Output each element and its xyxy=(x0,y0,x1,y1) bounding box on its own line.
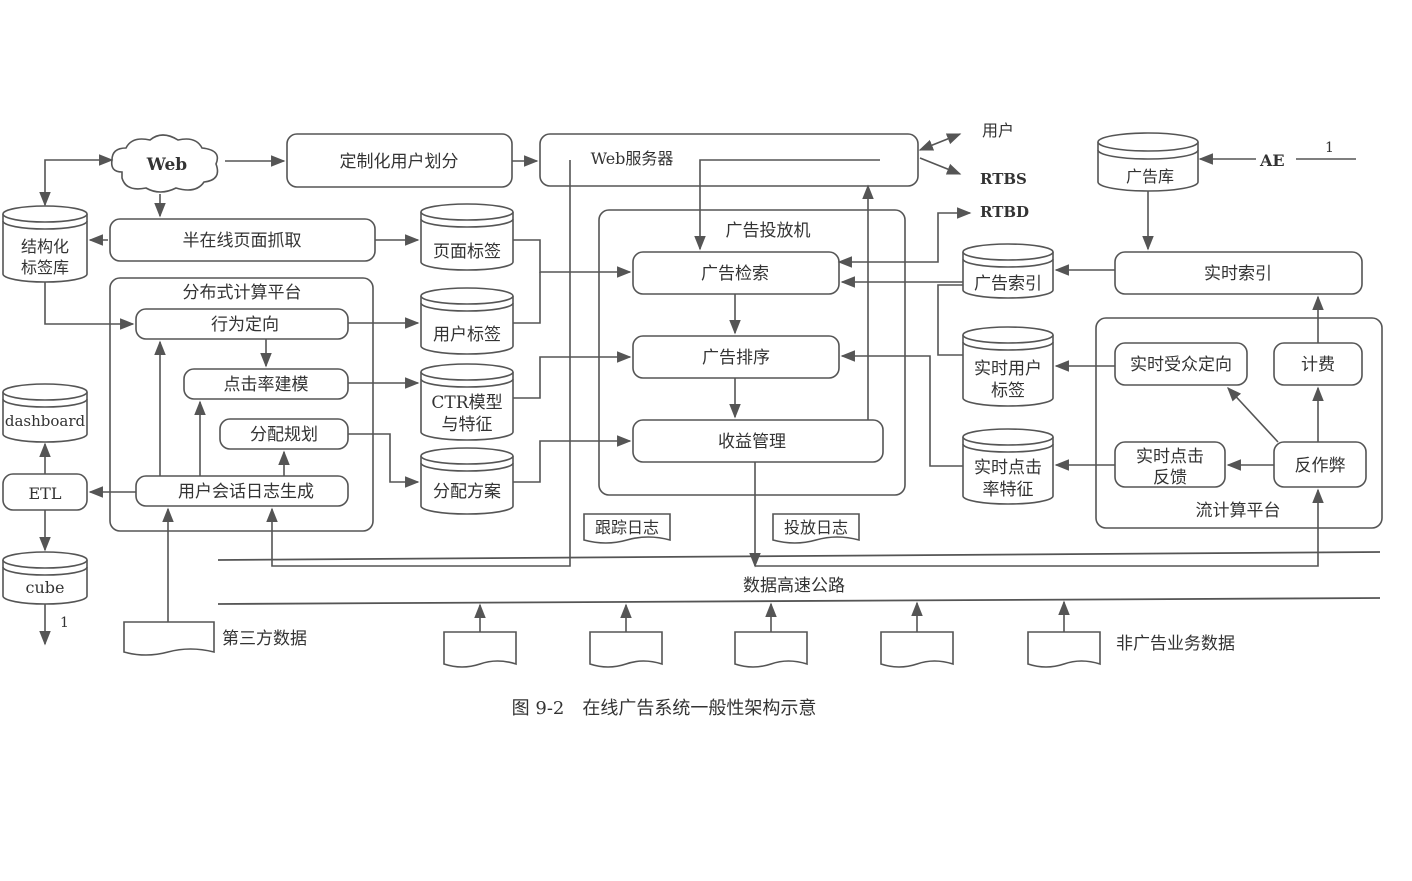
web-cloud-icon xyxy=(110,134,219,193)
data-highway-bottom-line xyxy=(217,597,1381,605)
realtime-click-feedback-label-1: 实时点击 xyxy=(1136,447,1204,467)
non-ad-data-doc-2 xyxy=(589,631,663,668)
non-ad-data-doc-5 xyxy=(1027,631,1101,668)
ad-server-frame xyxy=(598,209,906,496)
anti-fraud-label: 反作弊 xyxy=(1295,456,1346,476)
user-tags-db xyxy=(420,287,514,355)
stream-platform-label: 流计算平台 xyxy=(1196,501,1281,521)
ae-label: AE xyxy=(1259,151,1285,170)
structured-tag-lib-label-1: 结构化 xyxy=(21,237,69,256)
tracking-log-doc xyxy=(583,513,671,544)
realtime-click-feedback-label-2: 反馈 xyxy=(1153,468,1187,488)
behavior-targeting-label: 行为定向 xyxy=(211,315,279,335)
ad-ranking-box xyxy=(632,335,840,379)
ad-index-db xyxy=(962,243,1054,299)
user-tags-label: 用户标签 xyxy=(433,325,501,345)
non-ad-data-doc-4 xyxy=(880,631,954,668)
distributed-platform-label: 分布式计算平台 xyxy=(183,283,302,303)
data-highway-top-line xyxy=(217,551,1381,561)
ae-one-label: 1 xyxy=(1325,140,1334,156)
third-party-data-doc xyxy=(123,621,215,656)
realtime-user-tags-label-2: 标签 xyxy=(991,381,1025,401)
cube-label: cube xyxy=(26,578,65,597)
figure-caption: 图 9-2 在线广告系统一般性架构示意 xyxy=(512,698,817,719)
non-ad-data-doc-1 xyxy=(443,631,517,668)
revenue-mgmt-box xyxy=(632,419,884,463)
revenue-mgmt-label: 收益管理 xyxy=(718,432,786,452)
allocation-plan-db xyxy=(420,447,514,515)
realtime-index-box xyxy=(1114,251,1363,295)
semi-online-crawl-label: 半在线页面抓取 xyxy=(183,231,302,251)
dashboard-db xyxy=(2,383,88,443)
ctr-model-db xyxy=(420,363,514,441)
ad-retrieval-box xyxy=(632,251,840,295)
cube-one-label: 1 xyxy=(60,615,69,631)
allocation-plan-label: 分配方案 xyxy=(433,482,501,502)
custom-user-segment-label: 定制化用户划分 xyxy=(340,152,459,172)
stream-platform-frame xyxy=(1095,317,1383,529)
ad-server-label: 广告投放机 xyxy=(726,221,811,241)
non-ad-data-doc-3 xyxy=(734,631,808,668)
web-server-label: Web服务器 xyxy=(591,149,674,168)
realtime-ctr-feature-label-1: 实时点击 xyxy=(974,458,1042,478)
realtime-user-tags-db xyxy=(962,326,1054,407)
delivery-log-label: 投放日志 xyxy=(784,518,848,537)
realtime-audience-box xyxy=(1114,342,1248,386)
dashboard-label: dashboard xyxy=(5,412,86,430)
ad-library-db xyxy=(1097,132,1199,192)
rtbs-label: RTBS xyxy=(980,170,1027,188)
realtime-user-tags-label-1: 实时用户 xyxy=(974,359,1042,379)
user-label: 用户 xyxy=(982,121,1014,140)
allocation-planning-label: 分配规划 xyxy=(250,425,318,445)
billing-label: 计费 xyxy=(1301,355,1335,375)
distributed-platform-frame xyxy=(109,277,374,532)
realtime-ctr-feature-label-2: 率特征 xyxy=(983,480,1034,500)
page-tags-db xyxy=(420,203,514,271)
delivery-log-doc xyxy=(772,513,860,544)
rtbd-label: RTBD xyxy=(980,203,1029,221)
non-ad-data-label: 非广告业务数据 xyxy=(1116,634,1235,654)
web-label: Web xyxy=(146,155,188,175)
third-party-data-label: 第三方数据 xyxy=(222,629,307,649)
ctr-model-label-2: 与特征 xyxy=(442,415,493,435)
structured-tag-lib-label-2: 标签库 xyxy=(21,258,69,277)
data-highway-label: 数据高速公路 xyxy=(743,576,845,596)
ctr-modeling-box xyxy=(183,368,349,400)
ctr-modeling-label: 点击率建模 xyxy=(224,375,309,395)
realtime-audience-label: 实时受众定向 xyxy=(1130,355,1232,375)
session-log-gen-box xyxy=(135,475,349,507)
tracking-log-label: 跟踪日志 xyxy=(595,518,659,537)
session-log-gen-label: 用户会话日志生成 xyxy=(178,482,314,502)
etl-label: ETL xyxy=(29,484,62,503)
cube-db xyxy=(2,551,88,605)
behavior-targeting-box xyxy=(135,308,349,340)
realtime-ctr-feature-db xyxy=(962,428,1054,505)
non-ad-data-docs xyxy=(443,631,1101,668)
ad-ranking-label: 广告排序 xyxy=(702,348,770,368)
ad-library-label: 广告库 xyxy=(1126,167,1174,186)
connectors xyxy=(39,133,1356,646)
ctr-model-label-1: CTR模型 xyxy=(431,393,502,413)
page-tags-label: 页面标签 xyxy=(433,242,501,262)
ad-retrieval-label: 广告检索 xyxy=(701,264,769,284)
realtime-index-label: 实时索引 xyxy=(1204,264,1272,284)
ad-index-label: 广告索引 xyxy=(974,274,1042,294)
